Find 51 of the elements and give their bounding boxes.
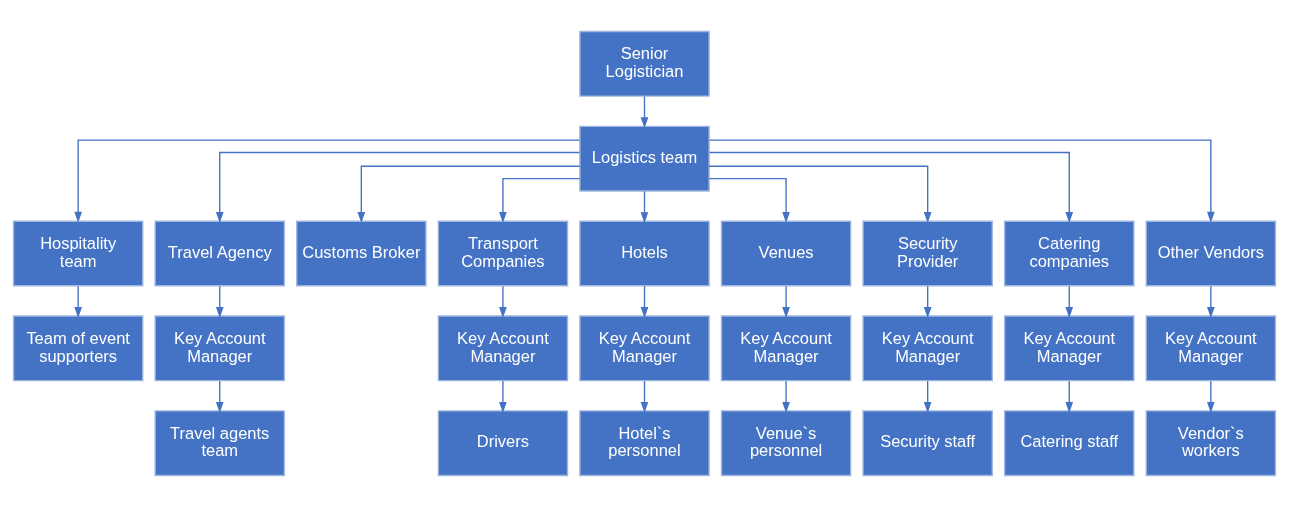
node-box: Vendor`s workers: [1145, 409, 1277, 476]
arrow: [74, 284, 82, 318]
arrow: [782, 284, 790, 318]
arrow: [74, 138, 581, 223]
node-box: Key Account Manager: [154, 314, 286, 381]
node-box: Key Account Manager: [720, 314, 852, 381]
node-box: Senior Logistician: [579, 30, 710, 97]
node-box: Security Provider: [862, 220, 993, 286]
node-box: Other Vendors: [1145, 220, 1277, 286]
node-box: Venues: [720, 220, 852, 286]
node-box: Venue`s personnel: [720, 409, 852, 476]
arrow: [923, 379, 932, 413]
node-box: Security staff: [862, 409, 993, 476]
arrow: [782, 379, 790, 413]
node-box: Key Account Manager: [1145, 314, 1277, 381]
node-box: Team of event supporters: [12, 314, 144, 381]
arrow: [357, 165, 581, 223]
node-box: Drivers: [437, 409, 569, 476]
node-box: Hotels: [579, 220, 710, 286]
arrow: [640, 284, 649, 318]
node-box: Key Account Manager: [437, 314, 569, 381]
arrow: [1065, 379, 1074, 413]
node-box: Catering staff: [1003, 409, 1135, 476]
node-box: Hotel`s personnel: [579, 409, 710, 476]
node-box: Key Account Manager: [579, 314, 710, 381]
node-box: Catering companies: [1003, 220, 1135, 286]
arrow: [708, 165, 932, 223]
arrow: [499, 284, 507, 318]
node-box: Logistics team: [579, 125, 710, 192]
arrow: [640, 190, 649, 223]
arrow: [1065, 284, 1074, 318]
arrow: [1207, 284, 1215, 318]
arrow: [215, 284, 224, 318]
arrow: [499, 177, 581, 223]
arrow: [708, 151, 1074, 223]
arrow: [708, 138, 1215, 223]
arrow: [499, 379, 507, 413]
node-box: Hospitality team: [12, 220, 144, 286]
arrow: [215, 151, 581, 223]
node-box: Transport Companies: [437, 220, 569, 286]
node-box: Travel agents team: [154, 409, 286, 476]
arrow: [708, 177, 790, 223]
arrow: [215, 379, 224, 413]
node-box: Customs Broker: [296, 220, 427, 286]
node-box: Key Account Manager: [862, 314, 993, 381]
arrow: [923, 284, 932, 318]
arrow: [640, 95, 649, 128]
node-box: Key Account Manager: [1003, 314, 1135, 381]
arrow: [640, 379, 649, 413]
arrow: [1207, 379, 1215, 413]
node-box: Travel Agency: [154, 220, 286, 286]
